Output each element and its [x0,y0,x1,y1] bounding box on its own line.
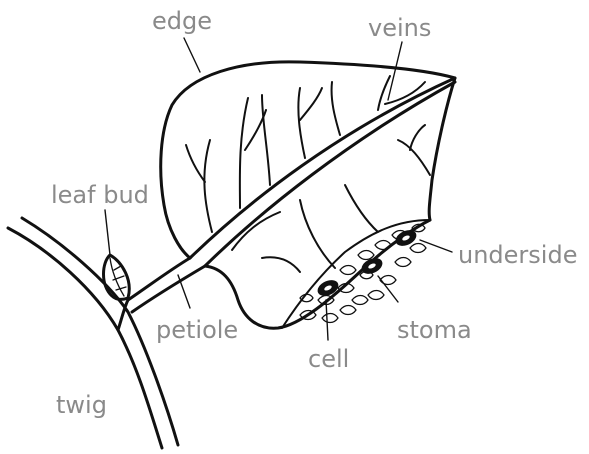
petiole-shape [128,258,205,312]
stoma-label: stoma [397,318,472,342]
twig-label: twig [56,393,107,417]
petiole-label: petiole [156,318,238,342]
cell-label: cell [308,347,349,371]
edge-label: edge [152,9,212,33]
veins-label: veins [368,16,431,40]
leaf-bud-label: leaf bud [51,183,149,207]
leaf-bud-shape [104,255,130,299]
underside-label: underside [458,243,577,267]
